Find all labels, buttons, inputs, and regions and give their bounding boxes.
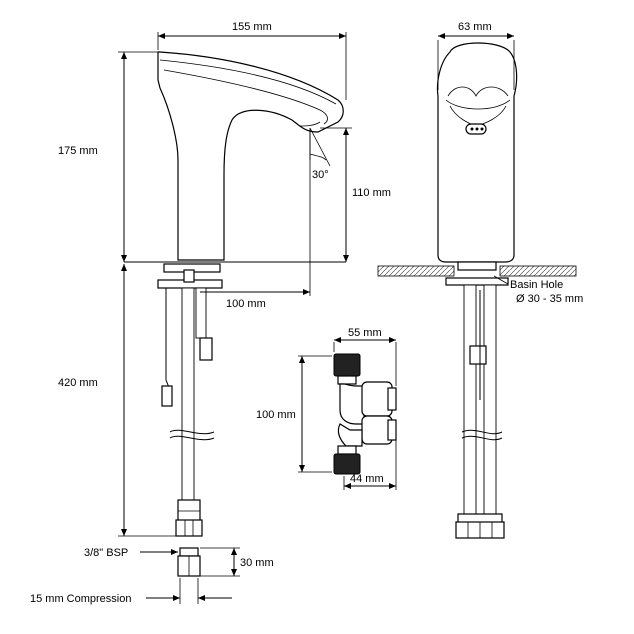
- label-compression: 15 mm Compression: [30, 593, 131, 605]
- dim-hose-length: 420 mm: [58, 377, 98, 389]
- label-basin-hole: Basin Hole: [510, 279, 563, 291]
- dim-total-height: 175 mm: [58, 145, 98, 157]
- side-view: 155 mm 175 mm 30° 110 mm 100 mm 420 mm 3…: [30, 21, 391, 605]
- valve-top-cap: [333, 353, 361, 377]
- dim-spout-height: 110 mm: [352, 187, 391, 199]
- dim-spout-angle: 30°: [312, 169, 329, 181]
- dim-body-depth: 63 mm: [458, 21, 492, 33]
- dim-bsp-height: 30 mm: [240, 557, 274, 569]
- front-view: 63 mm Basin Hole Ø 30 - 35 mm: [377, 21, 583, 539]
- dim-valve-width: 55 mm: [348, 327, 382, 339]
- tap-body-front: [436, 42, 518, 263]
- dim-spout-width: 155 mm: [232, 21, 272, 33]
- dim-basin-hole: Ø 30 - 35 mm: [516, 293, 583, 305]
- valve-detail: 55 mm 100 mm 44 mm: [256, 327, 397, 490]
- label-bsp: 3/8" BSP: [84, 547, 128, 559]
- supply-hose: [181, 287, 195, 517]
- tap-body-side: [157, 51, 344, 261]
- dim-valve-height: 100 mm: [256, 409, 296, 421]
- dim-spout-reach: 100 mm: [226, 298, 266, 310]
- dim-valve-depth: 44 mm: [350, 473, 384, 485]
- valve-bottom-cap: [333, 453, 361, 475]
